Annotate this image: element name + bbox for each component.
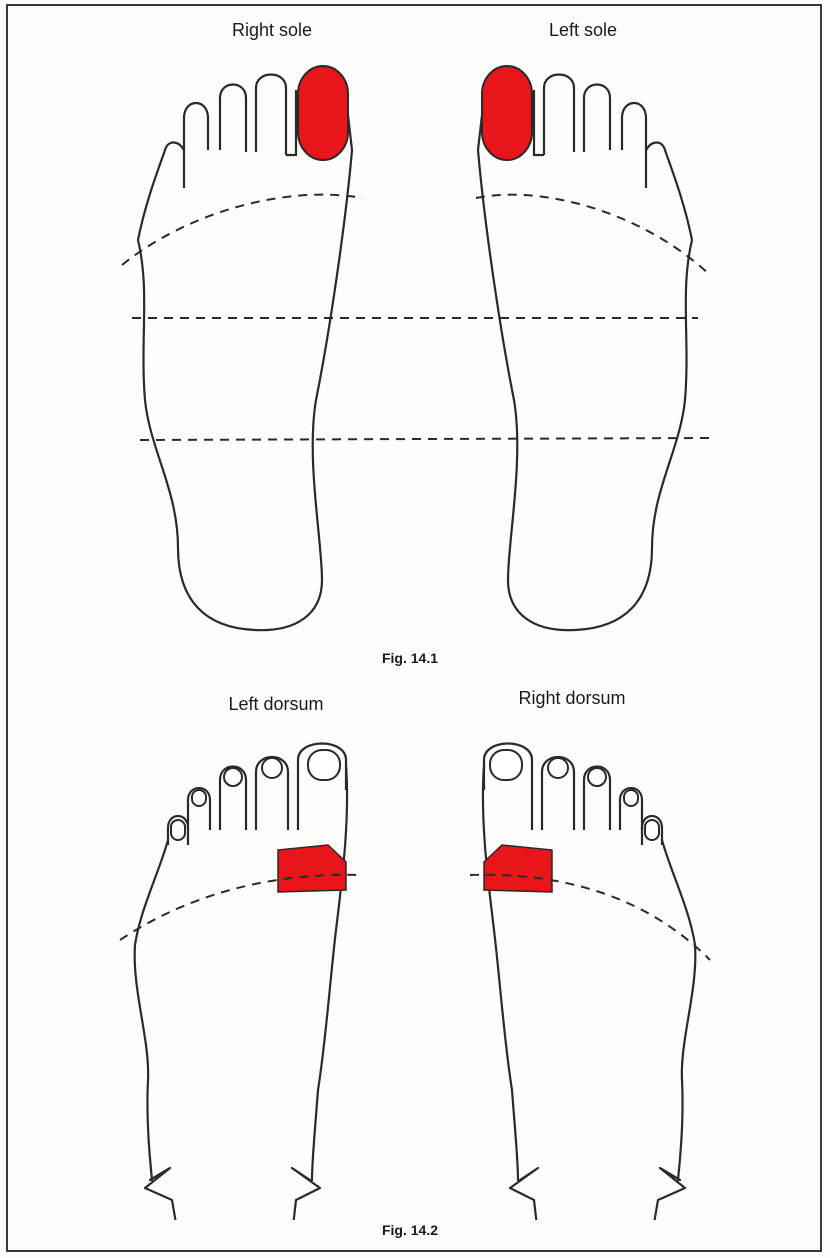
right-sole-outline bbox=[138, 143, 352, 631]
right-sole-toe-4 bbox=[220, 85, 246, 153]
left-dorsum-outline-inner bbox=[312, 765, 347, 1180]
right-sole-foot bbox=[122, 66, 362, 630]
right-dorsum-outline-inner bbox=[483, 765, 518, 1180]
right-sole-big-toe-highlight bbox=[298, 66, 348, 160]
left-dorsum-nail-5 bbox=[171, 820, 185, 840]
left-dorsum-break-inner bbox=[292, 1168, 320, 1220]
right-dorsum-break-outer bbox=[652, 1168, 685, 1220]
right-dorsum-nail-1 bbox=[490, 750, 522, 780]
figure-14-1-caption: Fig. 14.1 bbox=[382, 650, 438, 666]
left-dorsum-break-outer bbox=[145, 1168, 178, 1220]
heel-line bbox=[140, 438, 710, 440]
figure-14-2-caption: Fig. 14.2 bbox=[382, 1222, 438, 1238]
right-dorsum-highlight bbox=[484, 845, 552, 892]
right-sole-toe-2 bbox=[286, 90, 296, 155]
right-dorsum-nail-2 bbox=[548, 758, 568, 778]
left-sole-ball-line bbox=[476, 195, 710, 275]
left-sole-toe-4 bbox=[584, 85, 610, 153]
figure-14-2-dorsums bbox=[0, 700, 830, 1220]
left-dorsum-nail-4 bbox=[192, 790, 206, 806]
left-sole-toe-2 bbox=[534, 90, 544, 155]
right-sole-ball-line bbox=[122, 195, 362, 265]
right-dorsum-outline-outer bbox=[662, 840, 695, 1180]
left-dorsum-highlight bbox=[278, 845, 346, 892]
right-dorsum-break-inner bbox=[510, 1168, 538, 1220]
left-dorsum-nail-1 bbox=[308, 750, 340, 780]
left-sole-toe-5 bbox=[622, 103, 646, 188]
right-dorsum-foot bbox=[470, 744, 710, 1221]
left-dorsum-foot bbox=[120, 744, 362, 1221]
left-dorsum-nail-3 bbox=[224, 768, 242, 786]
figure-14-1-soles bbox=[0, 0, 830, 660]
right-sole-toe-3 bbox=[256, 75, 286, 156]
left-sole-big-toe-highlight bbox=[482, 66, 532, 160]
left-sole-toe-3 bbox=[544, 75, 574, 156]
right-dorsum-nail-3 bbox=[588, 768, 606, 786]
left-sole-foot bbox=[476, 66, 710, 630]
right-dorsum-nail-5 bbox=[645, 820, 659, 840]
left-dorsum-outline-outer bbox=[135, 840, 168, 1180]
right-dorsum-nail-4 bbox=[624, 790, 638, 806]
left-sole-outline bbox=[478, 143, 692, 631]
left-dorsum-nail-2 bbox=[262, 758, 282, 778]
right-sole-toe-5 bbox=[184, 103, 208, 188]
